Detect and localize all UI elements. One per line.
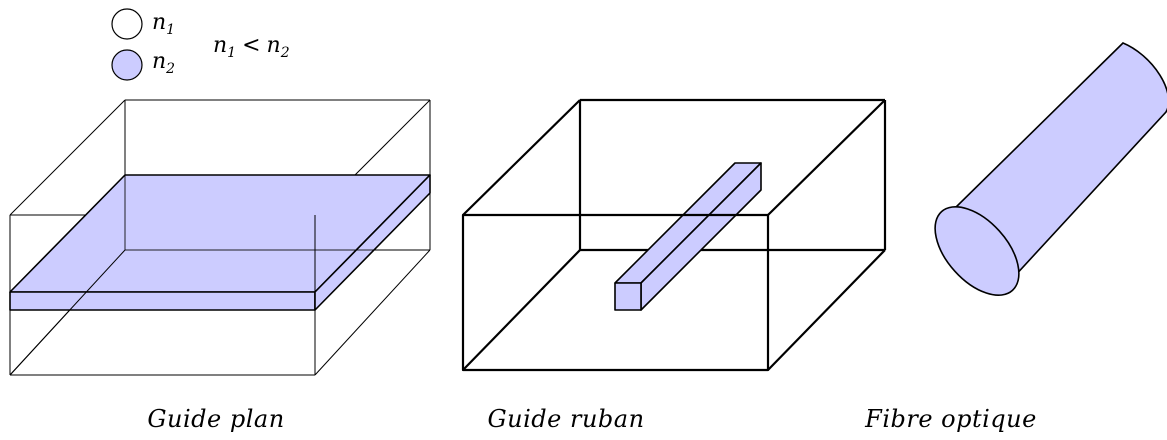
guide-plan-diagram xyxy=(9,99,431,376)
caption-guide-ruban: Guide ruban xyxy=(487,405,644,433)
legend: n1 n2 n1<n2 xyxy=(111,8,290,81)
fibre-end-face xyxy=(934,205,1020,297)
guide-plan-core-slab xyxy=(9,174,431,311)
fibre-optique-diagram xyxy=(934,42,1167,297)
legend-n2-swatch xyxy=(111,49,143,81)
caption-guide-plan: Guide plan xyxy=(147,405,284,433)
caption-fibre-optique: Fibre optique xyxy=(864,405,1037,433)
legend-n2-label: n2 xyxy=(152,49,175,77)
guide-ruban-cladding xyxy=(462,98,887,371)
guide-ruban-diagram xyxy=(461,98,887,372)
fibre-body xyxy=(950,42,1167,294)
legend-n1-label: n1 xyxy=(152,10,175,38)
legend-relation: n1<n2 xyxy=(213,33,290,61)
legend-n1-swatch xyxy=(111,8,143,40)
guide-ruban-core xyxy=(614,162,762,311)
